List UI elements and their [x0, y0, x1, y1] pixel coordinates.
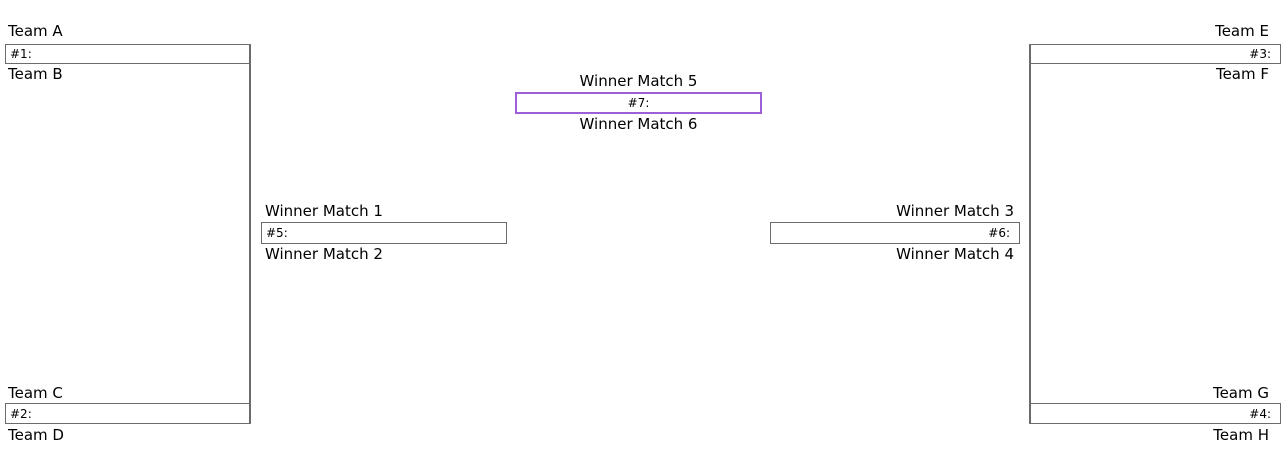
- winner-match-2-label: Winner Match 2: [265, 245, 383, 263]
- match-4-input[interactable]: #4:: [1030, 403, 1281, 424]
- match-1-number: #1:: [10, 47, 32, 61]
- winner-match-3-label: Winner Match 3: [896, 202, 1014, 220]
- match-2-number: #2:: [10, 406, 32, 421]
- winner-match-1-label: Winner Match 1: [265, 202, 383, 220]
- winner-match-5-label: Winner Match 5: [579, 72, 698, 90]
- match-5-number: #5:: [266, 226, 288, 240]
- right-bracket-connector: [1029, 44, 1031, 424]
- winner-match-6-label: Winner Match 6: [579, 115, 698, 133]
- team-a-label: Team A: [8, 22, 63, 40]
- match-2-input[interactable]: #2:: [5, 403, 251, 424]
- match-1-input[interactable]: #1:: [5, 44, 251, 64]
- team-c-label: Team C: [8, 384, 63, 402]
- team-h-label: Team H: [1213, 426, 1269, 444]
- team-f-label: Team F: [1215, 65, 1269, 83]
- team-b-label: Team B: [8, 65, 63, 83]
- winner-match-4-label: Winner Match 4: [896, 245, 1014, 263]
- team-g-label: Team G: [1212, 384, 1269, 402]
- match-3-input[interactable]: #3:: [1030, 44, 1281, 64]
- left-bracket-connector: [249, 44, 251, 424]
- match-7-number: #7:: [627, 96, 650, 110]
- match-4-number: #4:: [1249, 406, 1271, 421]
- team-e-label: Team E: [1215, 22, 1269, 40]
- match-6-number: #6:: [988, 226, 1010, 240]
- match-5-input[interactable]: #5:: [261, 222, 507, 244]
- match-3-number: #3:: [1249, 47, 1271, 61]
- match-7-input[interactable]: #7:: [515, 92, 762, 114]
- team-d-label: Team D: [8, 426, 64, 444]
- match-6-input[interactable]: #6:: [770, 222, 1020, 244]
